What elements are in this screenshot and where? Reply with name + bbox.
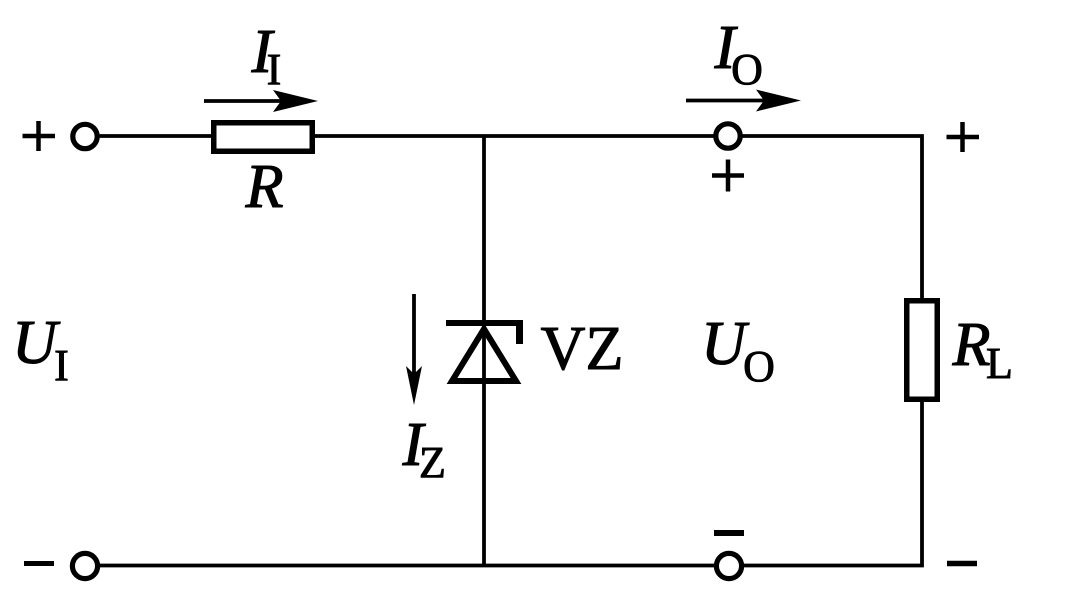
- svg-text:U: U: [12, 309, 61, 377]
- svg-text:I: I: [267, 45, 282, 94]
- svg-text:O: O: [743, 342, 775, 391]
- svg-text:Z: Z: [419, 438, 446, 487]
- svg-text:O: O: [731, 45, 763, 94]
- svg-text:L: L: [986, 339, 1013, 388]
- svg-text:I: I: [54, 341, 69, 390]
- svg-text:R: R: [245, 153, 284, 221]
- svg-text:VZ: VZ: [541, 315, 624, 383]
- svg-text:I: I: [251, 18, 276, 86]
- svg-text:I: I: [402, 411, 427, 479]
- svg-text:U: U: [701, 310, 750, 378]
- svg-text:R: R: [952, 311, 991, 379]
- svg-text:I: I: [714, 14, 739, 82]
